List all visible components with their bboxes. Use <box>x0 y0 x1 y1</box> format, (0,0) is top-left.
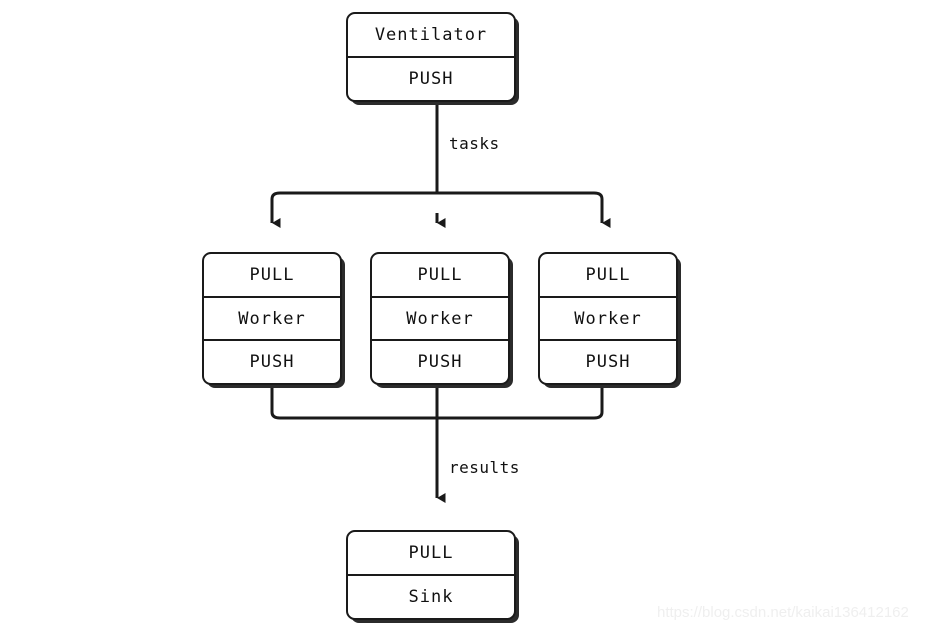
edge-task-distribution-bus <box>270 191 604 213</box>
edge-label-tasks: tasks <box>449 134 500 153</box>
worker-3-title-cell: Worker <box>540 295 676 340</box>
node-worker-3[interactable]: PULL Worker PUSH <box>538 252 678 385</box>
node-ventilator[interactable]: Ventilator PUSH <box>346 12 516 102</box>
node-worker-2[interactable]: PULL Worker PUSH <box>370 252 510 385</box>
edge-result-collection-bus <box>270 385 604 420</box>
node-sink[interactable]: PULL Sink <box>346 530 516 620</box>
worker-2-push-cell: PUSH <box>372 339 508 383</box>
sink-title-cell: Sink <box>348 574 514 618</box>
worker-3-push-cell: PUSH <box>540 339 676 383</box>
watermark-text: https://blog.csdn.net/kaikai136412162 <box>657 604 909 621</box>
worker-1-pull-cell: PULL <box>249 264 295 285</box>
worker-3-pull-cell: PULL <box>585 264 631 285</box>
ventilator-title-cell: Ventilator <box>374 25 488 45</box>
worker-2-pull-cell: PULL <box>417 264 463 285</box>
worker-1-title-cell: Worker <box>204 295 340 340</box>
node-worker-1[interactable]: PULL Worker PUSH <box>202 252 342 385</box>
worker-1-push-cell: PUSH <box>204 339 340 383</box>
edge-label-results: results <box>449 458 520 477</box>
ventilator-socket-cell: PUSH <box>348 56 514 100</box>
worker-2-title-cell: Worker <box>372 295 508 340</box>
sink-pull-cell: PULL <box>408 543 454 563</box>
